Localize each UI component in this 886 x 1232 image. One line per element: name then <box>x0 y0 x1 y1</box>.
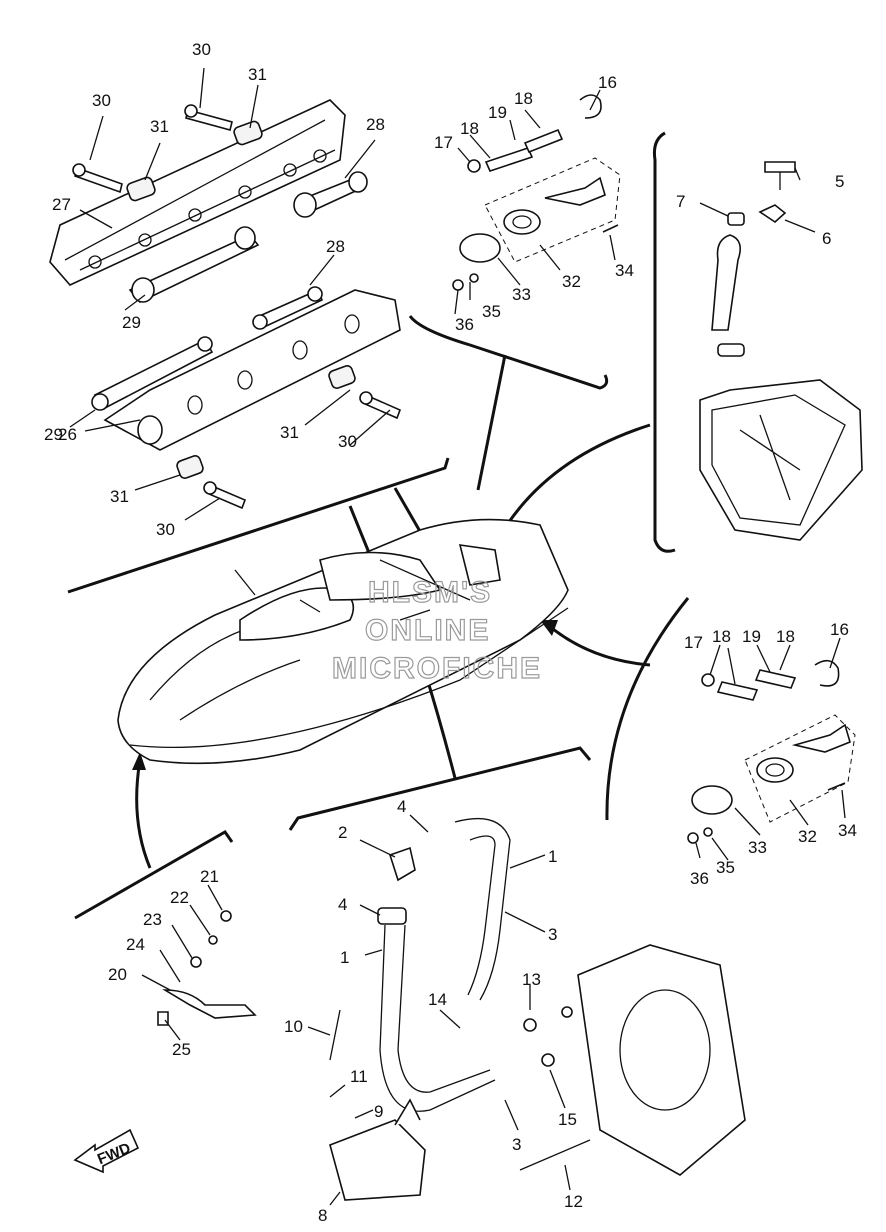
callout-27: 27 <box>52 195 71 214</box>
callout-21: 21 <box>200 867 219 886</box>
callout-3: 3 <box>548 925 557 944</box>
callout-33: 33 <box>748 838 767 857</box>
callout-18: 18 <box>514 89 533 108</box>
callout-35: 35 <box>716 858 735 877</box>
watermark-line-3: MICROFICHE <box>332 652 542 685</box>
callout-36: 36 <box>690 869 709 888</box>
callout-34: 34 <box>615 261 634 280</box>
callout-9: 9 <box>374 1102 383 1121</box>
callout-7: 7 <box>676 192 685 211</box>
callout-19: 19 <box>488 103 507 122</box>
sponson-upper <box>49 99 368 303</box>
callout-19: 19 <box>742 627 761 646</box>
callout-32: 32 <box>562 272 581 291</box>
callout-17: 17 <box>434 133 453 152</box>
callout-31: 31 <box>280 423 299 442</box>
callout-20: 20 <box>108 965 127 984</box>
callout-30: 30 <box>156 520 175 539</box>
callout-5: 5 <box>835 172 844 191</box>
watermark-line-1: HLSM'S <box>368 576 492 609</box>
callout-31: 31 <box>150 117 169 136</box>
callout-17: 17 <box>684 633 703 652</box>
forward-direction-indicator: FWD <box>73 1128 140 1174</box>
callout-14: 14 <box>428 990 447 1009</box>
callout-30: 30 <box>338 432 357 451</box>
callout-24: 24 <box>126 935 145 954</box>
callout-6: 6 <box>822 229 831 248</box>
callout-18: 18 <box>712 627 731 646</box>
callout-2: 2 <box>338 823 347 842</box>
callout-4: 4 <box>338 895 347 914</box>
callout-18: 18 <box>776 627 795 646</box>
callout-29: 29 <box>122 313 141 332</box>
callout-16: 16 <box>598 73 617 92</box>
leader-lines <box>69 67 846 1206</box>
watermark-line-2: ONLINE <box>365 614 490 647</box>
callout-10: 10 <box>284 1017 303 1036</box>
callout-35: 35 <box>482 302 501 321</box>
callout-4: 4 <box>397 797 406 816</box>
callout-36: 36 <box>455 315 474 334</box>
hose-assembly <box>329 818 746 1201</box>
callout-31: 31 <box>248 65 267 84</box>
callout-34: 34 <box>838 821 857 840</box>
callout-31: 31 <box>110 487 129 506</box>
callout-18: 18 <box>460 119 479 138</box>
callout-8: 8 <box>318 1206 327 1225</box>
bracket-assembly <box>157 910 257 1026</box>
callout-3: 3 <box>512 1135 521 1154</box>
callout-15: 15 <box>558 1110 577 1129</box>
callout-12: 12 <box>564 1192 583 1211</box>
callout-28: 28 <box>366 115 385 134</box>
panel-dividers <box>67 131 690 920</box>
callout-30: 30 <box>92 91 111 110</box>
callout-1: 1 <box>548 847 557 866</box>
watercraft-hull <box>117 518 569 765</box>
rail-holes <box>88 149 327 269</box>
drain-assembly-upper <box>452 94 621 291</box>
callout-26: 26 <box>58 425 77 444</box>
watermark: HLSM'S ONLINE MICROFICHE <box>331 575 542 685</box>
callout-28: 28 <box>326 237 345 256</box>
drain-assembly-right <box>687 659 856 844</box>
arrow-head <box>132 752 146 770</box>
pump-housing <box>699 161 863 541</box>
callout-22: 22 <box>170 888 189 907</box>
fwd-label: FWD <box>95 1140 133 1169</box>
callout-29: 29 <box>44 425 63 444</box>
callout-30: 30 <box>192 40 211 59</box>
callout-23: 23 <box>143 910 162 929</box>
callout-11: 11 <box>350 1067 368 1086</box>
callout-32: 32 <box>798 827 817 846</box>
callout-1: 1 <box>340 948 349 967</box>
callout-33: 33 <box>512 285 531 304</box>
callout-16: 16 <box>830 620 849 639</box>
callout-13: 13 <box>522 970 541 989</box>
callout-25: 25 <box>172 1040 191 1059</box>
sponson-lower <box>91 286 402 510</box>
